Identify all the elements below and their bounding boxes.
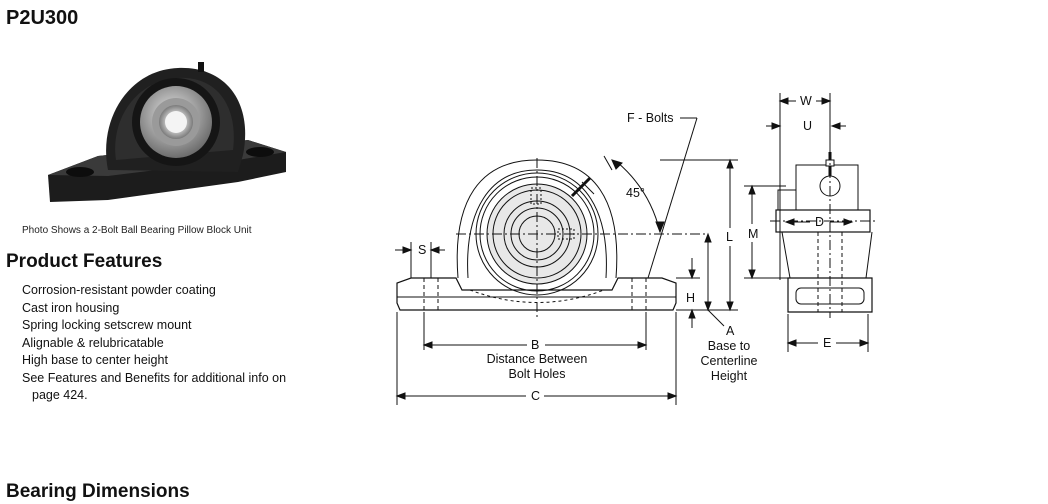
front-view: [396, 158, 706, 320]
b-desc-line2: Bolt Holes: [509, 367, 566, 381]
dimension-c: [395, 312, 678, 405]
a-desc-line1: Base to: [708, 339, 750, 353]
b-desc-line1: Distance Between: [487, 352, 588, 366]
s-label: S: [418, 243, 426, 257]
feature-item: Alignable & relubricatable: [22, 335, 164, 350]
f-bolts-callout: [603, 117, 698, 279]
w-label: W: [800, 94, 812, 108]
features-list: Corrosion-resistant powder coating Cast …: [22, 282, 286, 405]
e-label: E: [823, 336, 831, 350]
page-title: P2U300: [6, 7, 79, 29]
c-label: C: [531, 389, 540, 403]
dimension-h: [676, 258, 700, 328]
m-label: M: [748, 227, 758, 241]
pillow-block-photo: [48, 62, 286, 202]
dimension-e: [786, 314, 870, 352]
features-heading: Product Features: [6, 251, 163, 272]
feature-item: High base to center height: [22, 353, 168, 367]
f-bolts-label: F - Bolts: [627, 111, 674, 125]
a-desc-line3: Height: [711, 369, 748, 383]
side-view: [770, 150, 878, 318]
dimension-b: [422, 312, 648, 350]
feature-item: See Features and Benefits for additional…: [22, 370, 287, 385]
a-desc-line2: Centerline: [701, 354, 758, 368]
feature-item: Corrosion-resistant powder coating: [22, 283, 216, 297]
feature-item: Spring locking setscrew mount: [22, 318, 192, 332]
feature-item-continued: page 424.: [32, 388, 88, 402]
dimension-s: [395, 242, 445, 278]
d-label: D: [815, 215, 824, 229]
b-label: B: [531, 338, 539, 352]
a-label: A: [726, 324, 735, 338]
photo-caption: Photo Shows a 2-Bolt Ball Bearing Pillow…: [22, 225, 252, 236]
dimension-a: [676, 232, 725, 327]
l-label: L: [726, 230, 733, 244]
dimension-drawing: F - Bolts 45° S B Distance Between Bolt …: [395, 93, 878, 405]
dimension-l: [660, 158, 738, 312]
dimension-d: [784, 218, 854, 226]
dimension-u: [766, 122, 846, 130]
bearing-dimensions-heading: Bearing Dimensions: [6, 481, 190, 502]
dimension-m: [744, 184, 790, 280]
u-label: U: [803, 119, 812, 133]
h-label: H: [686, 291, 695, 305]
feature-item: Cast iron housing: [22, 300, 120, 315]
angle-label: 45°: [626, 186, 645, 200]
